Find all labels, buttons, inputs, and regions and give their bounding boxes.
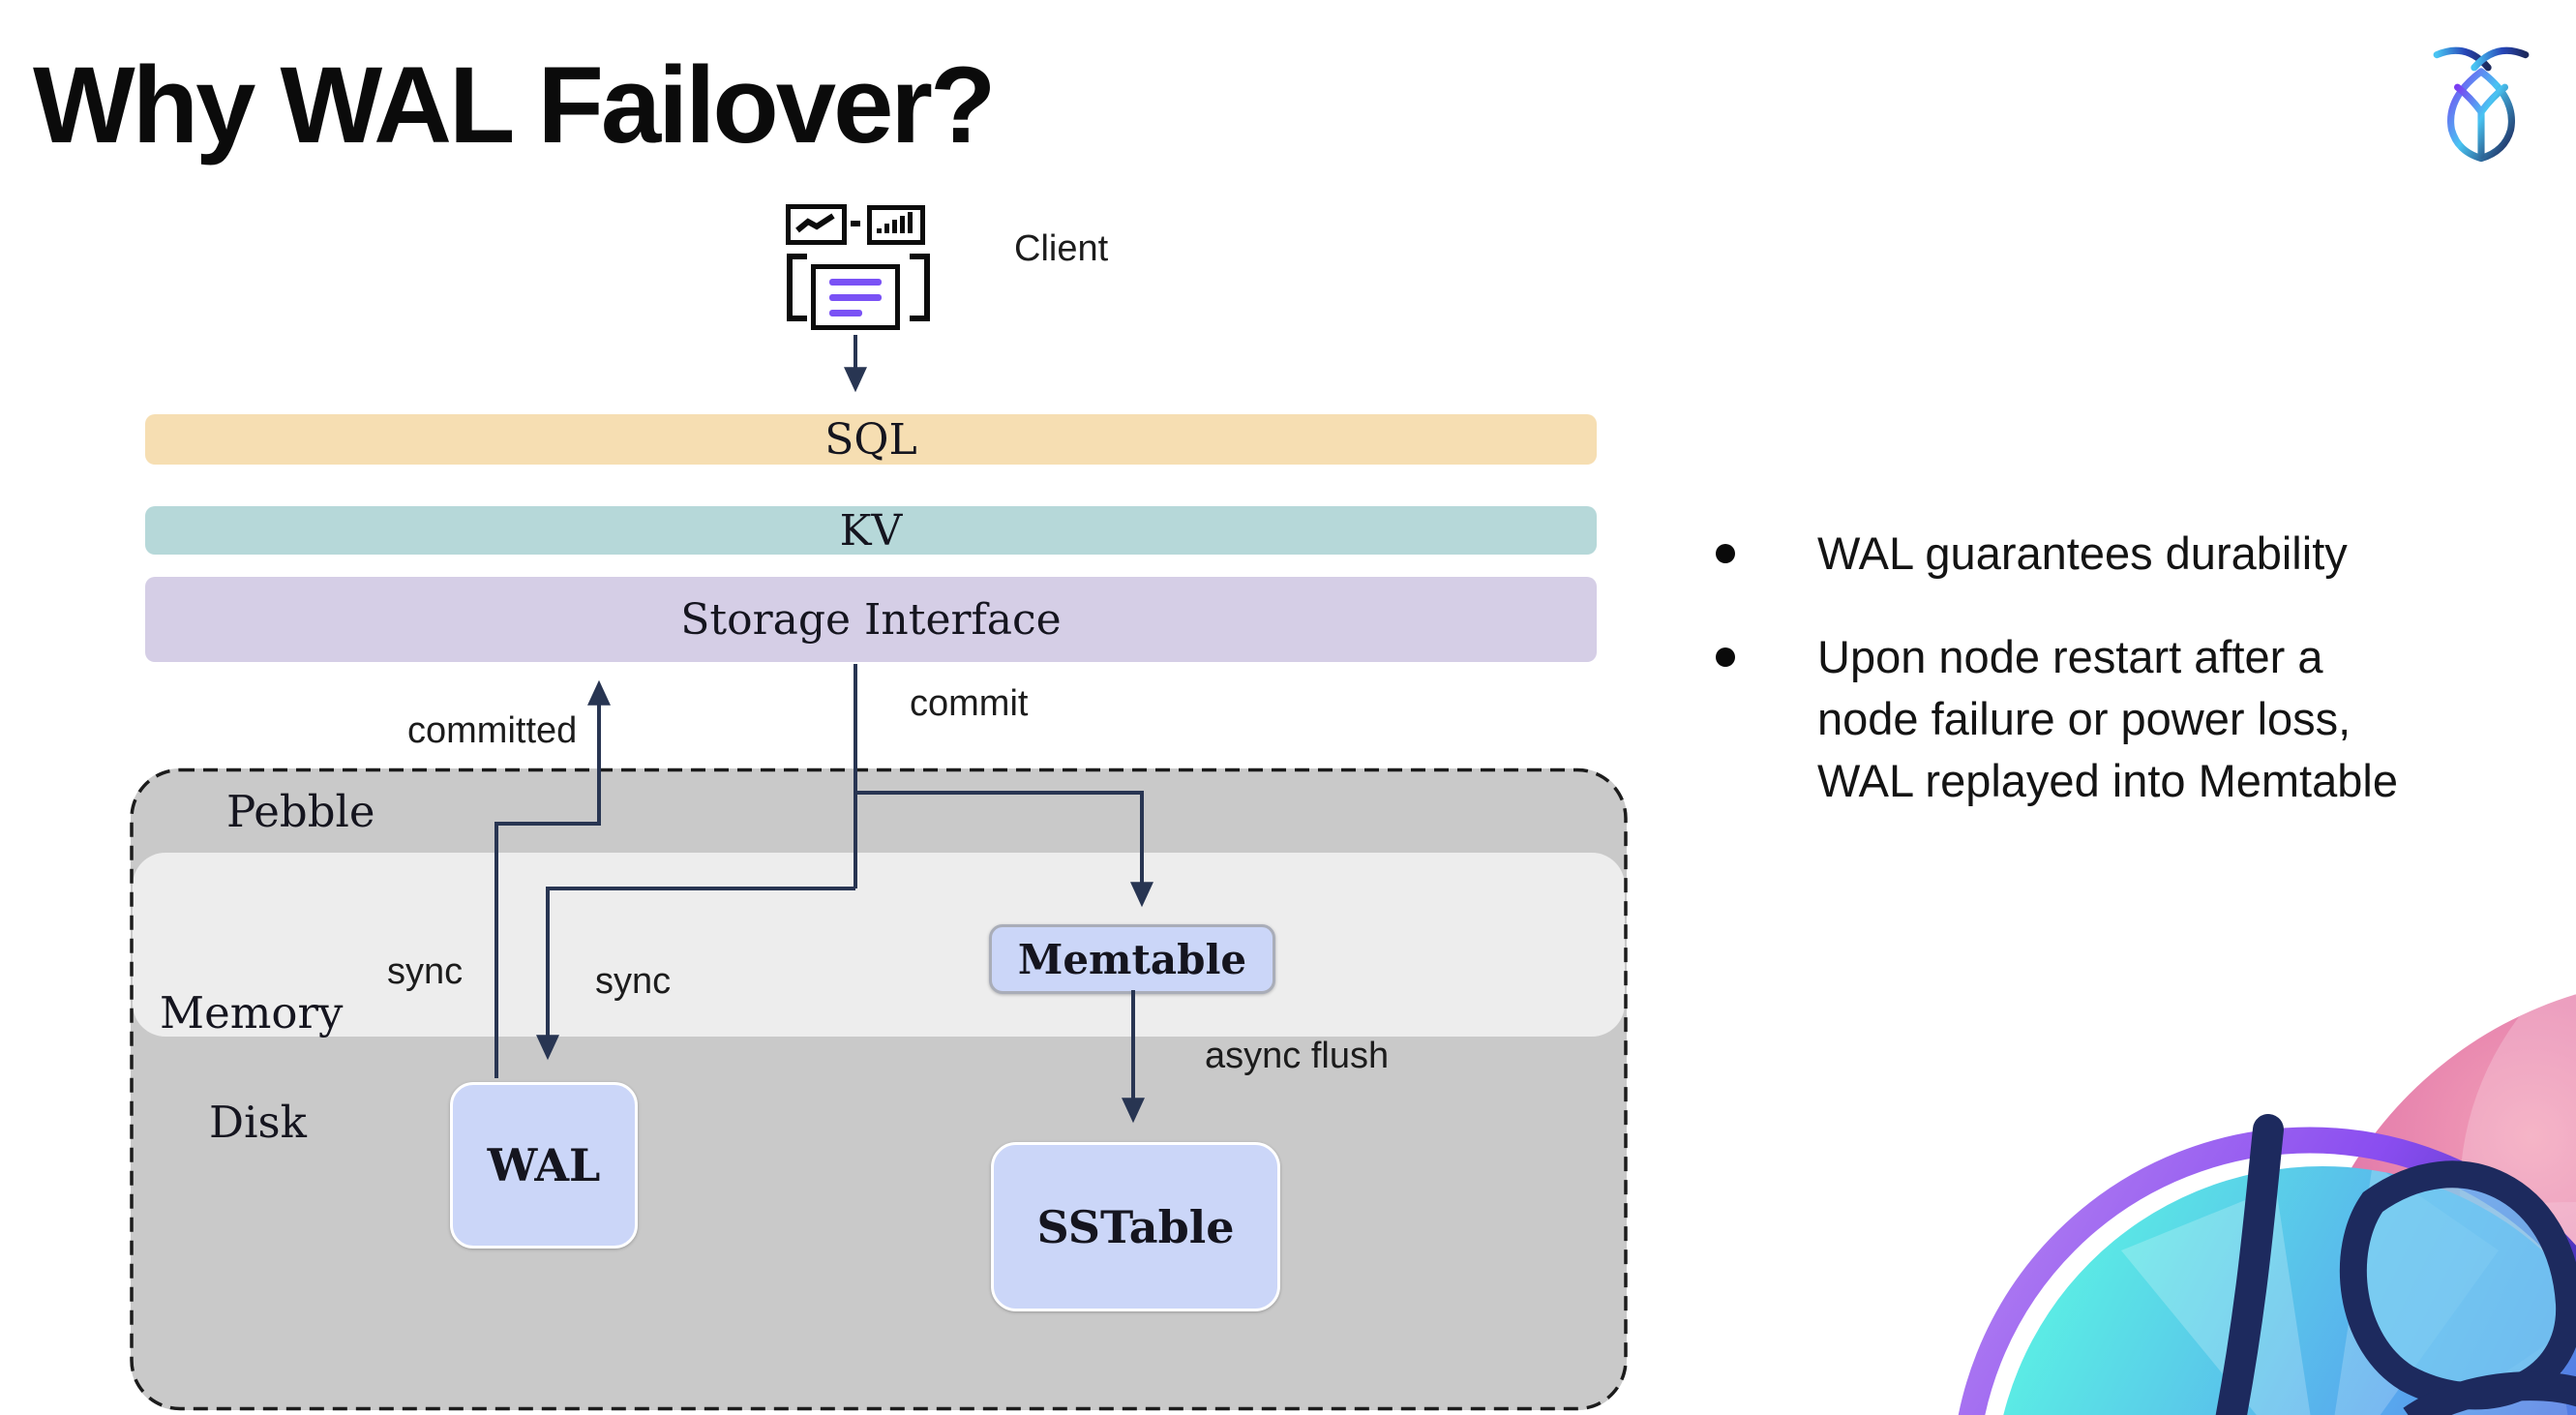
layer-kv: KV [145,505,1597,556]
edge-label-sync-right: sync [595,961,672,1002]
cockroachdb-logo-icon [2427,41,2535,165]
disk-label: Disk [209,1097,307,1148]
layer-storage-label: Storage Interface [680,594,1062,645]
client-app-icon [782,199,937,335]
brand-decoration [1957,931,2576,1415]
bullet-line: WAL replayed into Memtable [1817,755,2398,806]
bullet-line: Upon node restart after a [1817,631,2323,682]
bullet-line: node failure or power loss, [1817,693,2351,744]
bullet-item-1: WAL guarantees durability [1689,523,2540,585]
bar-chart-icon [867,205,925,245]
bullet-item-2: Upon node restart after a node failure o… [1689,626,2540,812]
bullet-dot [1716,647,1735,667]
bullet-line: WAL guarantees durability [1817,527,2348,579]
edge-label-sync-left: sync [387,951,464,992]
node-memtable-label: Memtable [1017,935,1247,983]
layer-sql: SQL [145,414,1597,465]
bullet-dot [1716,544,1735,563]
memory-band [133,853,1625,1037]
pebble-label: Pebble [226,786,375,837]
edge-label-async-flush: async flush [1205,1036,1390,1076]
bracket-right [910,254,930,321]
document-icon [811,264,900,330]
page-title: Why WAL Failover? [33,45,996,166]
node-wal-label: WAL [487,1139,601,1191]
node-memtable: Memtable [989,924,1275,994]
edge-label-committed: committed [407,710,578,751]
dash-connector [851,221,860,226]
deco-roach-leaf [2339,1160,2576,1410]
deco-roach-leg [2403,1371,2576,1415]
client-label: Client [1014,228,1109,269]
layer-sql-label: SQL [824,414,917,465]
bracket-left [787,254,807,321]
layer-storage-interface: Storage Interface [145,577,1597,662]
bullet-list: WAL guarantees durability Upon node rest… [1689,523,2540,812]
edge-label-commit: commit [910,683,1029,724]
deco-roach-stem [2215,1114,2284,1415]
node-wal: WAL [450,1082,638,1249]
layer-kv-label: KV [839,505,903,556]
deco-purple-ring [1958,1127,2576,1415]
node-sstable: SSTable [991,1142,1280,1311]
node-sstable-label: SSTable [1036,1200,1235,1253]
memory-label: Memory [160,987,344,1039]
line-chart-icon [786,204,847,245]
